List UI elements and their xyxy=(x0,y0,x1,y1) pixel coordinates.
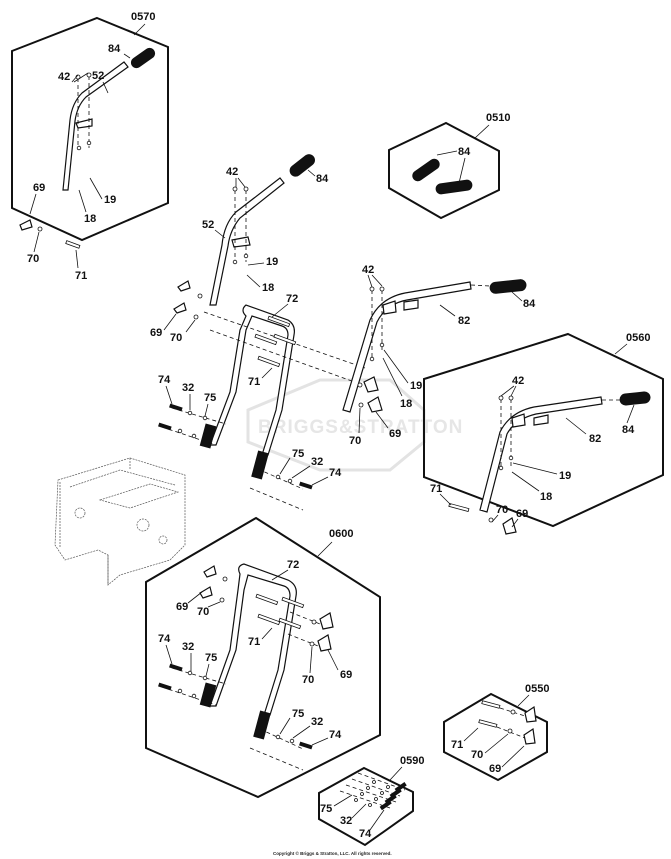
part-label[interactable]: 69 xyxy=(150,327,162,339)
kit-0570[interactable]: 0570 84 42 52 69 19 18 70 xyxy=(11,11,169,282)
cover-icon xyxy=(253,710,271,740)
cover-icon xyxy=(199,423,217,449)
hardware-set-icon xyxy=(339,772,407,811)
part-label[interactable]: 70 xyxy=(496,504,508,516)
part-label[interactable]: 84 xyxy=(108,43,121,55)
part-label[interactable]: 71 xyxy=(248,376,260,388)
part-label[interactable]: 70 xyxy=(302,674,314,686)
part-labels-0570: 84 42 52 69 19 18 70 71 xyxy=(27,43,131,282)
part-label[interactable]: 74 xyxy=(359,828,372,840)
part-label[interactable]: 84 xyxy=(458,146,471,158)
part-label[interactable]: 75 xyxy=(204,392,216,404)
grip-icon xyxy=(435,179,473,195)
part-label[interactable]: 74 xyxy=(329,467,342,479)
part-label[interactable]: 82 xyxy=(458,315,470,327)
part-label[interactable]: 32 xyxy=(340,815,352,827)
grip-icon xyxy=(130,47,156,69)
grip-icon xyxy=(412,158,440,182)
part-label[interactable]: 71 xyxy=(430,483,442,495)
part-labels-0550: 71 70 69 xyxy=(451,727,525,775)
part-label[interactable]: 32 xyxy=(182,641,194,653)
part-label[interactable]: 74 xyxy=(158,374,171,386)
part-label[interactable]: 18 xyxy=(540,491,552,503)
part-label[interactable]: 84 xyxy=(316,173,329,185)
part-label[interactable]: 32 xyxy=(311,716,323,728)
part-labels-right-handle: 42 84 82 19 18 70 69 xyxy=(349,264,536,447)
kit-number-0570[interactable]: 0570 xyxy=(131,11,155,23)
part-label[interactable]: 70 xyxy=(471,749,483,761)
part-label[interactable]: 19 xyxy=(559,470,571,482)
part-label[interactable]: 18 xyxy=(400,398,412,410)
part-label[interactable]: 69 xyxy=(340,669,352,681)
part-label[interactable]: 70 xyxy=(349,435,361,447)
grip-icon xyxy=(289,154,316,177)
part-label[interactable]: 71 xyxy=(75,270,87,282)
part-label[interactable]: 42 xyxy=(512,375,524,387)
part-label[interactable]: 74 xyxy=(158,633,171,645)
part-label[interactable]: 69 xyxy=(516,508,528,520)
part-label[interactable]: 52 xyxy=(92,70,104,82)
part-label[interactable]: 84 xyxy=(622,424,635,436)
upper-handle-left[interactable] xyxy=(173,152,317,320)
kit-number-0600[interactable]: 0600 xyxy=(329,528,353,540)
part-label[interactable]: 19 xyxy=(104,194,116,206)
part-label[interactable]: 75 xyxy=(292,448,304,460)
part-label[interactable]: 74 xyxy=(329,729,342,741)
kit-number-0560[interactable]: 0560 xyxy=(626,332,650,344)
upper-handle-right[interactable] xyxy=(342,279,527,413)
part-label[interactable]: 42 xyxy=(58,71,70,83)
part-label[interactable]: 18 xyxy=(262,282,274,294)
part-label[interactable]: 18 xyxy=(84,213,96,225)
part-labels-0560: 42 82 84 19 18 71 70 69 xyxy=(430,375,635,528)
part-label[interactable]: 52 xyxy=(202,219,214,231)
part-label[interactable]: 70 xyxy=(27,253,39,265)
grip-icon xyxy=(489,279,527,294)
part-label[interactable]: 69 xyxy=(33,182,45,194)
part-label[interactable]: 19 xyxy=(410,380,422,392)
part-label[interactable]: 71 xyxy=(451,739,463,751)
part-label[interactable]: 70 xyxy=(170,332,182,344)
engine-frame xyxy=(54,457,186,586)
kit-0550[interactable]: 0550 71 70 69 xyxy=(443,683,549,782)
part-label[interactable]: 69 xyxy=(176,601,188,613)
part-labels-0600: 72 69 70 71 74 32 75 70 69 75 32 74 xyxy=(158,559,352,746)
part-label[interactable]: 69 xyxy=(389,428,401,440)
kit-0510[interactable]: 0510 84 xyxy=(388,112,510,220)
part-label[interactable]: 69 xyxy=(489,763,501,775)
kit-number-0590[interactable]: 0590 xyxy=(400,755,424,767)
part-label[interactable]: 72 xyxy=(287,559,299,571)
part-label[interactable]: 71 xyxy=(248,636,260,648)
grip-icon xyxy=(619,391,651,406)
part-label[interactable]: 72 xyxy=(286,293,298,305)
part-label[interactable]: 70 xyxy=(197,606,209,618)
copyright-notice: Copyright © Briggs & Stratton, LLC. All … xyxy=(273,850,392,856)
kit-number-0550[interactable]: 0550 xyxy=(525,683,549,695)
kit-number-0510[interactable]: 0510 xyxy=(486,112,510,124)
part-label[interactable]: 42 xyxy=(362,264,374,276)
part-label[interactable]: 75 xyxy=(320,803,332,815)
kit-0590[interactable]: 0590 75 32 74 xyxy=(318,755,424,847)
watermark-text: BRIGGS&STRATTON xyxy=(258,417,463,438)
part-label[interactable]: 75 xyxy=(205,652,217,664)
part-label[interactable]: 84 xyxy=(523,298,536,310)
part-labels-0590: 75 32 74 xyxy=(320,794,385,840)
part-label[interactable]: 19 xyxy=(266,256,278,268)
kit-0600[interactable]: 0600 72 69 70 xyxy=(145,516,381,799)
part-labels-lower-handle: 72 71 74 32 75 75 32 74 xyxy=(158,293,342,486)
part-labels-left-handle: 42 84 52 19 18 69 70 xyxy=(150,166,329,344)
cover-icon xyxy=(251,450,269,480)
part-label[interactable]: 32 xyxy=(182,382,194,394)
lower-handle-main[interactable] xyxy=(158,304,366,511)
part-label[interactable]: 42 xyxy=(226,166,238,178)
part-label[interactable]: 32 xyxy=(311,456,323,468)
part-label[interactable]: 82 xyxy=(589,433,601,445)
kit-0560[interactable]: 0560 42 82 84 19 18 71 70 xyxy=(423,332,664,535)
part-label[interactable]: 75 xyxy=(292,708,304,720)
